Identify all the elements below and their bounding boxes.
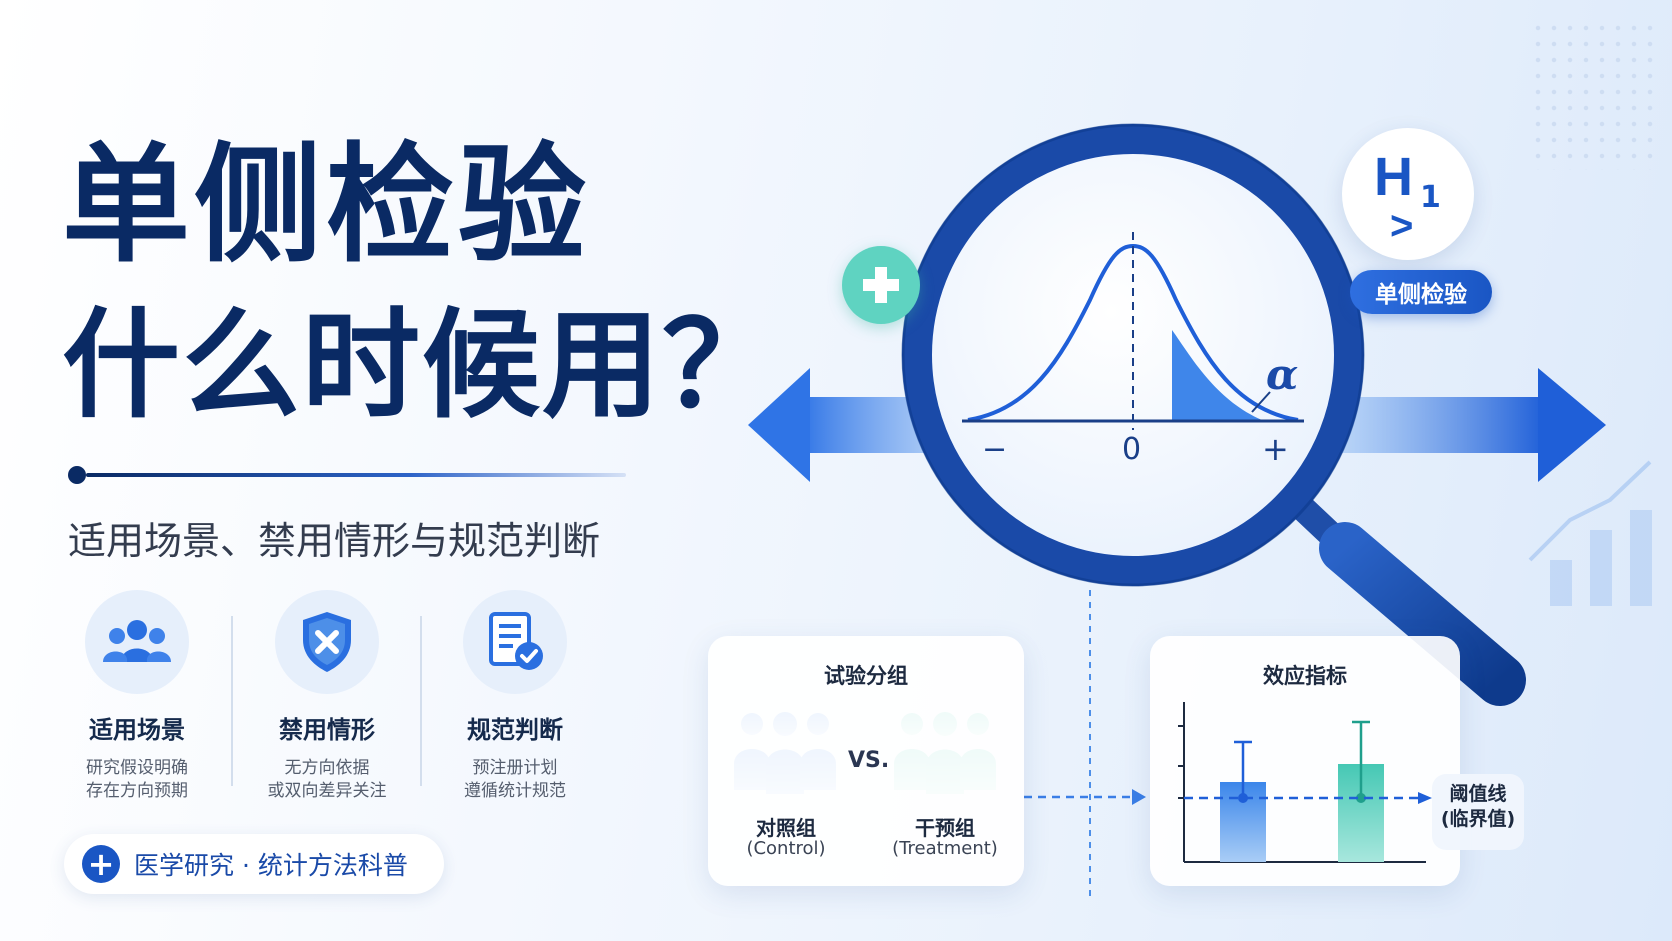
users-icon — [85, 590, 189, 694]
control-group-sub: (Control) — [746, 838, 826, 859]
axis-plus-label: + — [1262, 430, 1289, 468]
normal-distribution — [962, 232, 1304, 430]
feature-prohibited-cases: 禁用情形 无方向依据 或双向差异关注 — [232, 590, 422, 803]
hypothesis-badge — [1342, 128, 1474, 260]
feature-desc: 无方向依据 或双向差异关注 — [267, 758, 387, 801]
hypothesis-subscript: 1 — [1420, 180, 1441, 215]
treatment-group-label: 干预组 — [915, 816, 975, 840]
feature-separator — [420, 616, 422, 786]
treatment-group-sub: (Treatment) — [892, 838, 998, 859]
right-arrow — [1340, 368, 1606, 482]
feature-separator — [231, 616, 233, 786]
feature-label: 适用场景 — [89, 716, 185, 744]
alpha-label: α — [1266, 350, 1299, 399]
effect-indicator-card: 效应指标 — [1150, 636, 1460, 886]
magnifier-lens — [902, 124, 1364, 586]
effect-card-title: 效应指标 — [1263, 664, 1347, 688]
threshold-label: 阈值线 (临界值) — [1432, 774, 1524, 850]
trial-card-title: 试验分组 — [824, 664, 908, 688]
document-check-icon — [463, 590, 567, 694]
decorative-dot-grid — [1530, 20, 1660, 170]
divider-dot — [68, 466, 86, 484]
one-sided-test-tag: 单侧检验 — [1350, 270, 1492, 314]
medical-cross-icon — [842, 246, 920, 324]
page-title-question: 什么时候用？ — [62, 296, 783, 434]
feature-label: 规范判断 — [467, 716, 563, 744]
feature-desc: 研究假设明确 存在方向预期 — [86, 758, 188, 801]
axis-minus-label: − — [982, 432, 1008, 467]
trial-groups-card: 试验分组 — [708, 636, 1024, 886]
vs-label: VS. — [848, 748, 890, 773]
feature-normative-judgment: 规范判断 预注册计划 遵循统计规范 — [420, 590, 610, 803]
axis-zero-label: 0 — [1122, 432, 1142, 467]
control-group-label: 对照组 — [756, 816, 816, 840]
hypothesis-symbol: > — [1390, 204, 1414, 248]
feature-applicable-scenarios: 适用场景 研究假设明确 存在方向预期 — [42, 590, 232, 803]
shield-x-icon — [275, 590, 379, 694]
feature-desc: 预注册计划 遵循统计规范 — [464, 758, 566, 801]
category-pill: + 医学研究 · 统计方法科普 — [64, 834, 444, 894]
feature-label: 禁用情形 — [279, 716, 375, 744]
divider-line — [86, 473, 626, 477]
effect-bar-chart — [1178, 702, 1432, 863]
background-bar-chart — [1528, 460, 1652, 606]
medical-cross-icon: + — [82, 845, 120, 883]
hypothesis-h: H — [1374, 147, 1413, 207]
page-subtitle: 适用场景、禁用情形与规范判断 — [68, 519, 601, 563]
page-title: 单侧检验 — [62, 131, 591, 280]
category-pill-text: 医学研究 · 统计方法科普 — [134, 851, 408, 880]
